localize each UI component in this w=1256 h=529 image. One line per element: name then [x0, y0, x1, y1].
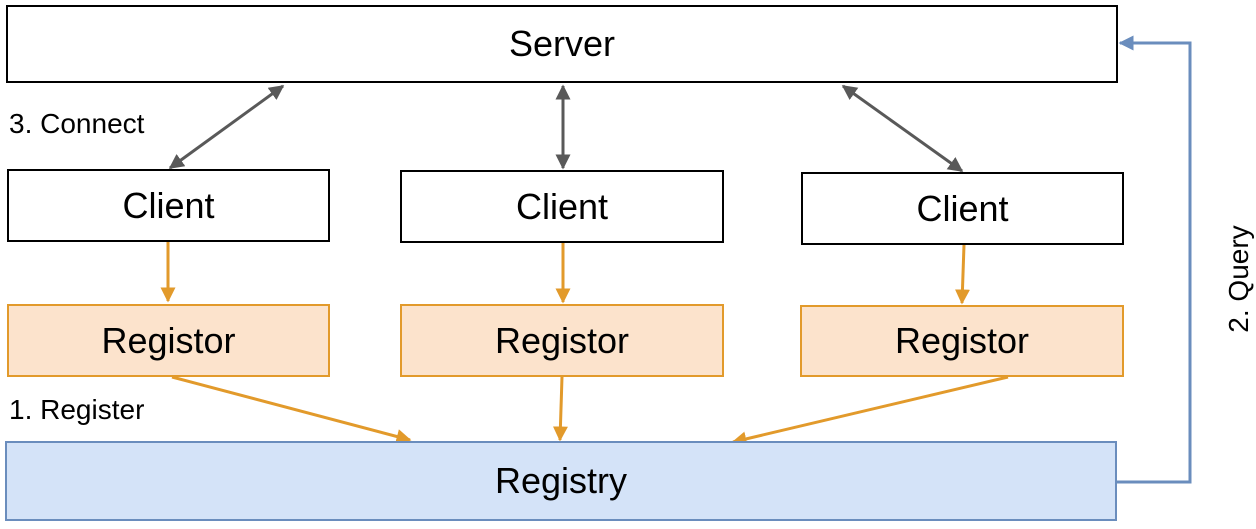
- registor-label: Registor: [494, 319, 630, 361]
- registor-label: Registor: [894, 320, 1030, 361]
- client-label: Client: [122, 184, 215, 226]
- registor-box-2: Registor: [400, 304, 724, 377]
- client-label: Client: [916, 187, 1009, 229]
- client-box-3: Client: [801, 172, 1124, 245]
- client-box-2: Client: [400, 170, 724, 243]
- register-edge-label: 1. Register: [9, 394, 145, 425]
- registor-box-1: Registor: [7, 304, 330, 377]
- connect-arrow-1: [168, 84, 285, 170]
- registor-to-registry-arrow-2: [552, 376, 568, 442]
- client-to-registor-arrow-3: [954, 244, 970, 305]
- client-label: Client: [515, 185, 609, 227]
- registor-box-3: Registor: [800, 305, 1124, 377]
- client-box-1: Client: [7, 169, 330, 242]
- query-edge-label: 2. Query: [1223, 225, 1254, 333]
- registor-to-registry-arrow-3: [731, 375, 1009, 447]
- registor-label: Registor: [101, 319, 236, 361]
- connect-edge-label: 3. Connect: [9, 108, 145, 139]
- registry-label: Registry: [494, 460, 628, 501]
- server-box: Server: [6, 5, 1118, 83]
- server-label: Server: [508, 23, 616, 64]
- query-arrow: [1117, 35, 1192, 484]
- registor-to-registry-arrow-1: [171, 375, 412, 444]
- connect-arrow-3: [841, 84, 964, 173]
- registry-box: Registry: [5, 441, 1117, 521]
